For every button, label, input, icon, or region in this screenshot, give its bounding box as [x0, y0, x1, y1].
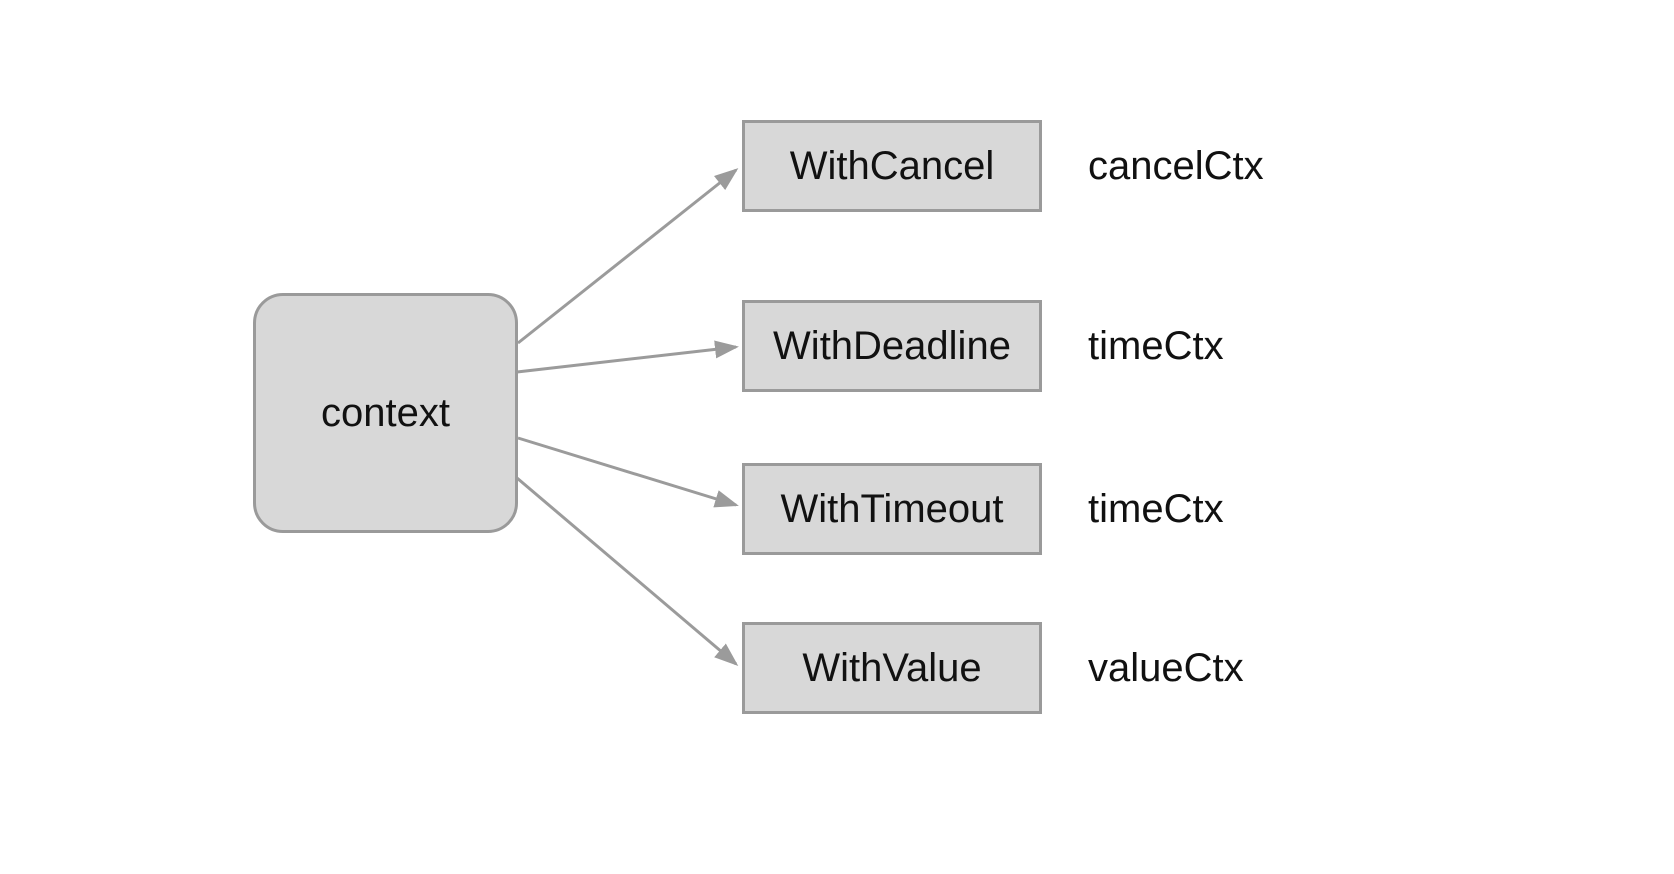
node-withtimeout-label: WithTimeout: [780, 486, 1004, 531]
context-type-text: timeCtx: [1088, 323, 1224, 368]
context-type-label-timectx-deadline: timeCtx: [1088, 300, 1224, 392]
arrow-context-to-withtimeout: [517, 436, 739, 508]
context-type-label-cancelctx: cancelCtx: [1088, 120, 1264, 212]
context-type-label-valuectx: valueCtx: [1088, 622, 1244, 714]
context-type-text: timeCtx: [1088, 486, 1224, 531]
node-withdeadline-label: WithDeadline: [773, 323, 1011, 368]
node-withvalue-label: WithValue: [802, 645, 982, 690]
node-context: context: [253, 293, 518, 533]
node-withcancel-label: WithCancel: [789, 143, 995, 188]
node-withtimeout: WithTimeout: [742, 463, 1042, 555]
context-type-label-timectx-timeout: timeCtx: [1088, 463, 1224, 555]
node-withdeadline: WithDeadline: [742, 300, 1042, 392]
node-context-label: context: [321, 390, 450, 435]
context-type-text: cancelCtx: [1088, 143, 1264, 188]
arrow-context-to-withcancel: [517, 168, 739, 345]
node-withvalue: WithValue: [742, 622, 1042, 714]
arrow-context-to-withdeadline: [516, 340, 739, 374]
node-withcancel: WithCancel: [742, 120, 1042, 212]
arrow-context-to-withvalue: [516, 476, 739, 666]
context-type-text: valueCtx: [1088, 645, 1244, 690]
